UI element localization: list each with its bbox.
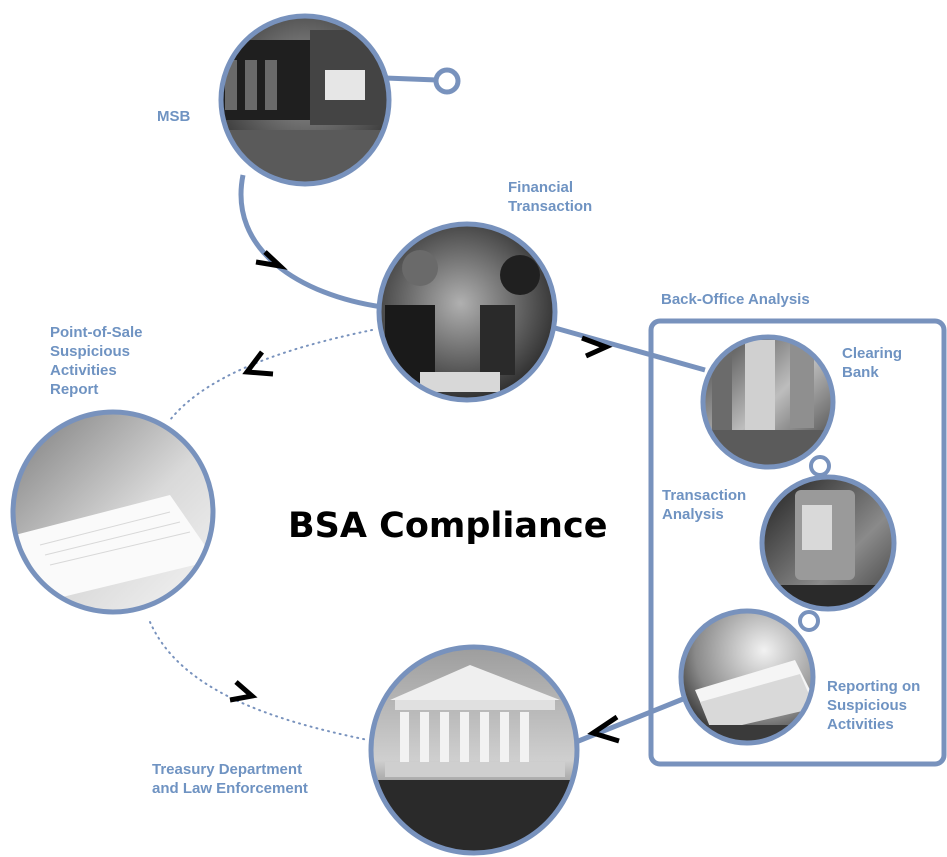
clearing-bank-label: Clearing Bank: [842, 345, 903, 381]
point-of-sale-report-label: Point-of-Sale Suspicious Activities Repo…: [50, 324, 143, 398]
arrowhead-to-treasury-right-icon: [587, 714, 620, 744]
link-ring-columns-monitor: [809, 455, 831, 477]
arrowhead-to-pos-icon: [242, 350, 274, 377]
diagram-title: BSA Compliance: [288, 506, 608, 546]
arrowhead-msb-to-transaction-icon: [255, 250, 288, 270]
msb-hook-ring: [433, 67, 461, 95]
arrowhead-to-backoffice-icon: [581, 335, 613, 359]
msb-label: MSB: [157, 108, 191, 125]
transaction-analysis-label: Transaction Analysis: [662, 487, 747, 523]
bank-teller-transaction-photo: [379, 224, 555, 400]
post-office-building-photo: [221, 16, 389, 184]
back-office-box: [648, 318, 947, 767]
dotted-pos-to-treasury: [149, 621, 369, 741]
treasury-law-enforcement-label: Treasury Department and Law Enforcement: [152, 761, 308, 797]
reporting-suspicious-label: Reporting on Suspicious Activities: [827, 678, 921, 733]
arrowhead-to-treasury-left-icon: [229, 680, 258, 703]
msb-to-transaction-connector: [238, 174, 383, 310]
msb-hook-line: [384, 75, 438, 83]
blank-report-paper-photo: [13, 412, 213, 612]
financial-transaction-label: Financial Transaction: [508, 179, 593, 215]
link-ring-monitor-paper: [798, 610, 820, 632]
paper-stack-photo: [681, 611, 813, 743]
transaction-to-backoffice-connector: [554, 325, 706, 373]
back-office-analysis-label: Back-Office Analysis: [661, 291, 810, 308]
